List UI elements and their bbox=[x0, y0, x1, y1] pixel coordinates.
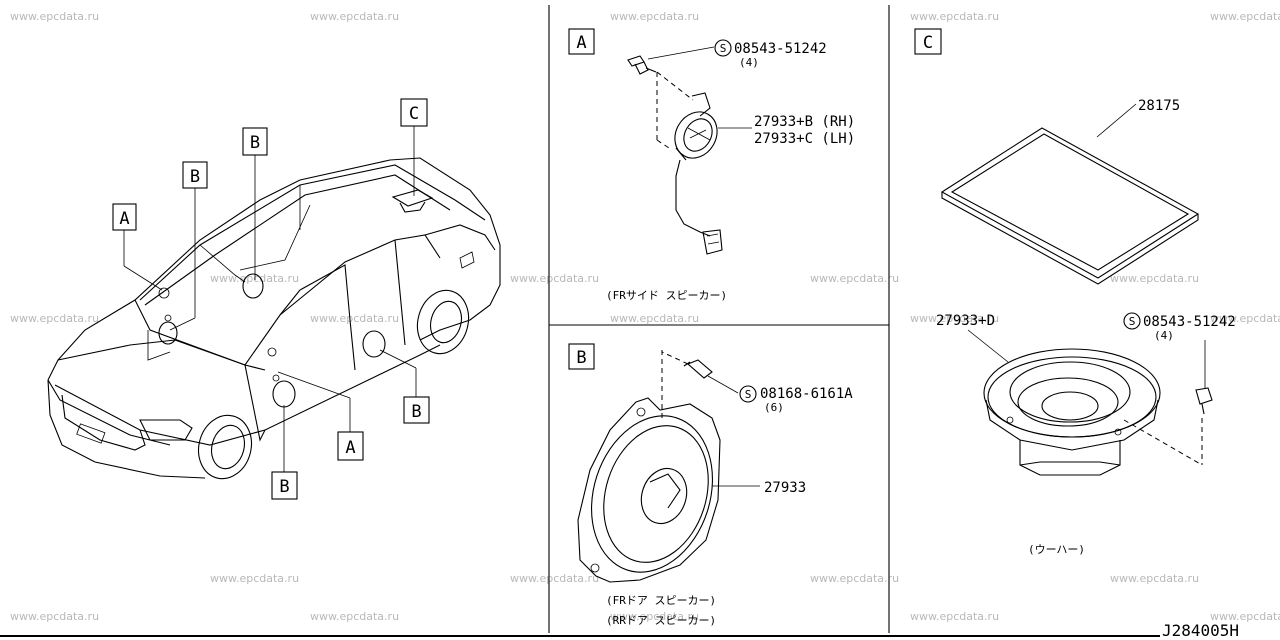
section-b: B S 08168-6161A (6) 27933 (FRドア スピーカー) (… bbox=[568, 343, 853, 627]
watermark-text: www.epcdata.ru bbox=[310, 610, 399, 623]
section-c: C 28175 27933+D S 08543-51242 (4) (ウーハー) bbox=[914, 28, 1236, 556]
section-b-screw-part: 08168-6161A bbox=[760, 386, 853, 402]
section-b-letter: B bbox=[576, 348, 586, 368]
watermark-text: www.epcdata.ru bbox=[210, 272, 299, 285]
callout-a-2: A bbox=[345, 438, 355, 458]
watermark-text: www.epcdata.ru bbox=[210, 572, 299, 585]
section-a-letter: A bbox=[576, 33, 586, 53]
watermark-text: www.epcdata.ru bbox=[810, 572, 899, 585]
callout-a-1: A bbox=[119, 209, 129, 229]
watermark-text: www.epcdata.ru bbox=[1110, 272, 1199, 285]
section-c-woofer-part: 27933+D bbox=[936, 313, 995, 329]
section-b-speaker-part: 27933 bbox=[764, 480, 806, 496]
car-illustration bbox=[47, 157, 501, 480]
callout-b-1: B bbox=[190, 167, 200, 187]
section-a-screw-qty: (4) bbox=[739, 56, 759, 69]
watermark-text: www.epcdata.ru bbox=[910, 312, 999, 325]
watermark-text: www.epcdata.ru bbox=[610, 312, 699, 325]
section-a-caption: (FRサイド スピーカー) bbox=[606, 289, 727, 302]
car-callouts: A B B C B A B bbox=[112, 98, 430, 500]
section-c-screw-part: 08543-51242 bbox=[1143, 314, 1236, 330]
watermark-text: www.epcdata.ru bbox=[610, 610, 699, 623]
section-c-screw-symbol: S bbox=[1129, 315, 1136, 328]
panel-dividers bbox=[0, 5, 1160, 637]
callout-b-3: B bbox=[411, 402, 421, 422]
section-a-screw-symbol: S bbox=[720, 42, 727, 55]
section-c-caption: (ウーハー) bbox=[1028, 543, 1085, 556]
watermark-text: www.epcdata.ru bbox=[510, 272, 599, 285]
section-a: A S 08543-51242 (4) 27933+B (RH) 27933+C… bbox=[568, 28, 855, 302]
section-c-cover-part: 28175 bbox=[1138, 98, 1180, 114]
section-a-screw-part: 08543-51242 bbox=[734, 41, 827, 57]
watermark-text: www.epcdata.ru bbox=[1110, 572, 1199, 585]
watermark-text: www.epcdata.ru bbox=[1210, 610, 1280, 623]
watermark-text: www.epcdata.ru bbox=[810, 272, 899, 285]
section-b-screw-symbol: S bbox=[745, 388, 752, 401]
section-b-caption-1: (FRドア スピーカー) bbox=[606, 594, 716, 607]
section-a-speaker-part-rh: 27933+B (RH) bbox=[754, 114, 855, 130]
watermark-text: www.epcdata.ru bbox=[10, 10, 99, 23]
watermark-text: www.epcdata.ru bbox=[10, 610, 99, 623]
watermark-text: www.epcdata.ru bbox=[910, 610, 999, 623]
watermark-text: www.epcdata.ru bbox=[310, 312, 399, 325]
callout-b-2: B bbox=[250, 133, 260, 153]
watermark-text: www.epcdata.ru bbox=[10, 312, 99, 325]
section-b-caption-2: (RRドア スピーカー) bbox=[606, 614, 716, 627]
section-a-speaker-part-lh: 27933+C (LH) bbox=[754, 131, 855, 147]
watermark-text: www.epcdata.ru bbox=[1210, 10, 1280, 23]
section-c-letter: C bbox=[923, 33, 933, 53]
callout-b-4: B bbox=[279, 477, 289, 497]
section-b-screw-qty: (6) bbox=[764, 401, 784, 414]
diagram-code: J284005H bbox=[1162, 621, 1239, 640]
watermark-text: www.epcdata.ru bbox=[910, 10, 999, 23]
watermark-text: www.epcdata.ru bbox=[610, 10, 699, 23]
watermark-text: www.epcdata.ru bbox=[1210, 312, 1280, 325]
callout-c: C bbox=[409, 104, 419, 124]
watermark-text: www.epcdata.ru bbox=[310, 10, 399, 23]
watermark-layer: www.epcdata.ru www.epcdata.ru www.epcdata.… bbox=[10, 10, 1280, 623]
section-c-screw-qty: (4) bbox=[1154, 329, 1174, 342]
watermark-text: www.epcdata.ru bbox=[510, 572, 599, 585]
